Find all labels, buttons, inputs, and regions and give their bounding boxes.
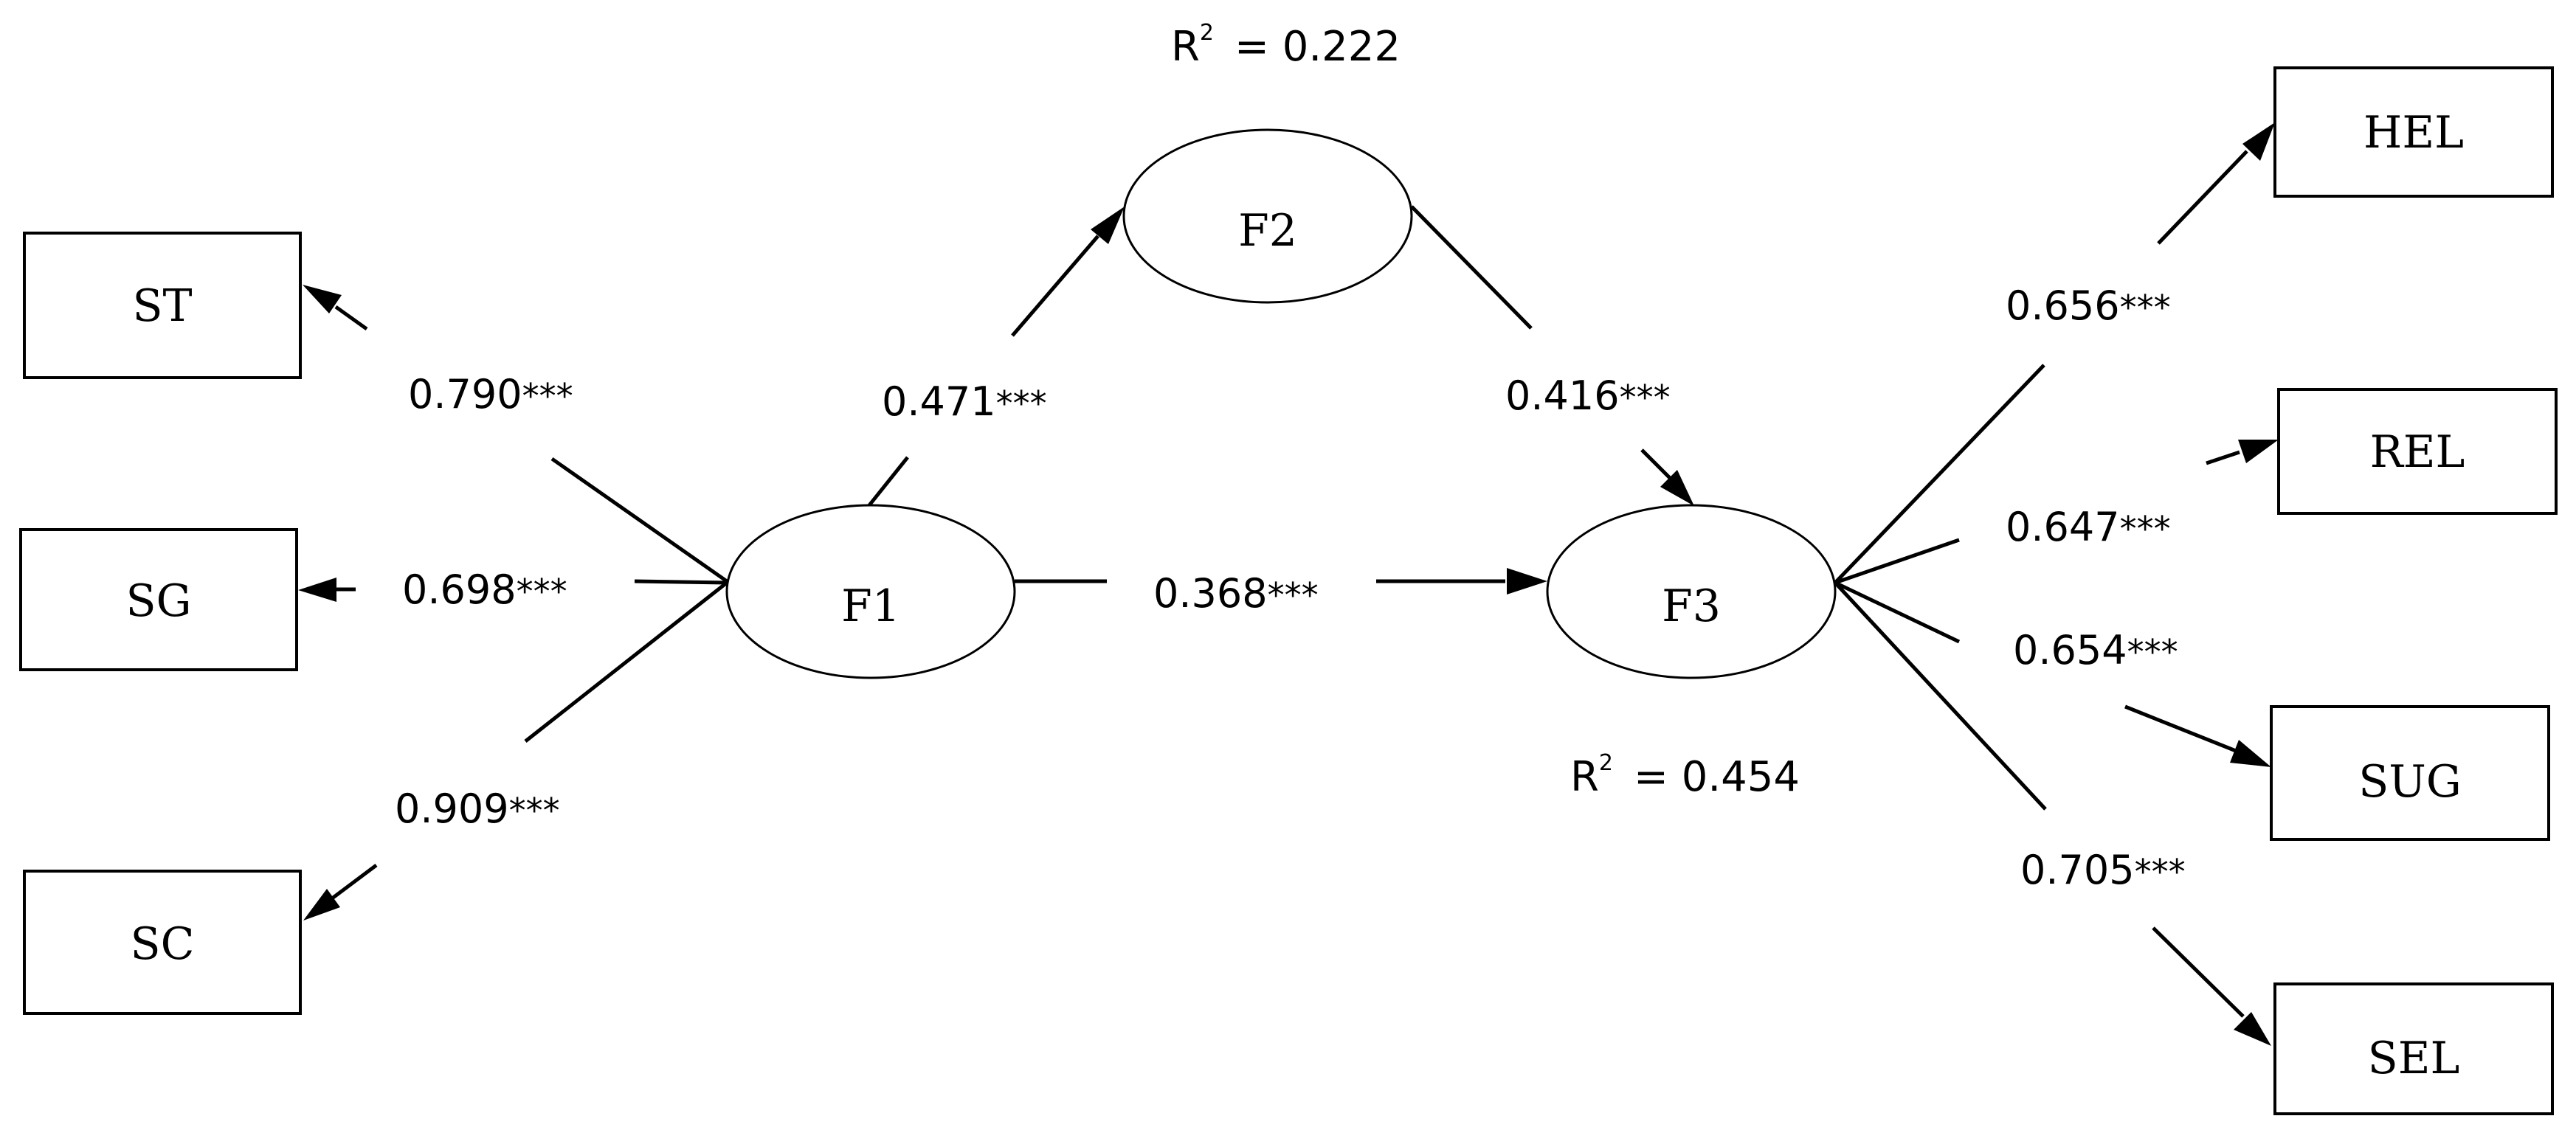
node-st-label: ST — [132, 280, 192, 332]
path-f1-sg — [298, 578, 728, 602]
node-sel-label: SEL — [2368, 1033, 2460, 1084]
node-f2: F2 — [1122, 128, 1413, 304]
node-rel: REL — [2277, 388, 2558, 515]
node-sug: SUG — [2270, 705, 2550, 841]
node-sg-label: SG — [125, 575, 191, 627]
coef-f1-f3: 0.368*** — [1153, 570, 1319, 617]
coef-f2-f3: 0.416*** — [1505, 372, 1671, 419]
node-hel: HEL — [2273, 66, 2554, 198]
path-f1-f2 — [868, 207, 1125, 507]
path-f1-sc — [303, 581, 728, 921]
node-sc-label: SC — [130, 918, 194, 970]
node-f3-label: F3 — [1662, 580, 1721, 632]
coef-f3-sel: 0.705*** — [2020, 847, 2186, 893]
node-rel-label: REL — [2370, 426, 2465, 478]
coef-f3-rel: 0.647*** — [2006, 504, 2171, 550]
node-sg: SG — [19, 528, 298, 671]
coef-f1-st: 0.790*** — [408, 371, 573, 417]
r-squared-f2: R2= 0.222 — [1171, 20, 1401, 71]
node-f1-label: F1 — [841, 580, 900, 632]
path-f1-st — [303, 285, 728, 583]
coef-f1-f2: 0.471*** — [882, 378, 1047, 425]
path-f3-sug — [1834, 580, 2271, 767]
path-f3-hel — [1834, 122, 2275, 584]
path-f2-f3 — [1410, 205, 1694, 506]
path-f3-rel — [1834, 440, 2279, 585]
r-squared-f3: R2= 0.454 — [1570, 750, 1800, 801]
node-sel: SEL — [2273, 982, 2554, 1115]
node-st: ST — [23, 232, 302, 379]
node-sug-label: SUG — [2358, 756, 2462, 808]
coef-f3-sug: 0.654*** — [2013, 627, 2178, 673]
node-f2-label: F2 — [1238, 205, 1297, 257]
coef-f1-sg: 0.698*** — [402, 566, 567, 613]
coef-f1-sc: 0.909*** — [395, 786, 560, 832]
node-f3: F3 — [1546, 504, 1837, 679]
path-f1-f3 — [1015, 568, 1547, 595]
coef-f3-hel: 0.656*** — [2006, 282, 2171, 329]
node-f1: F1 — [725, 504, 1016, 679]
path-f3-sel — [1834, 581, 2271, 1046]
node-sc: SC — [23, 870, 302, 1015]
node-hel-label: HEL — [2363, 107, 2464, 159]
